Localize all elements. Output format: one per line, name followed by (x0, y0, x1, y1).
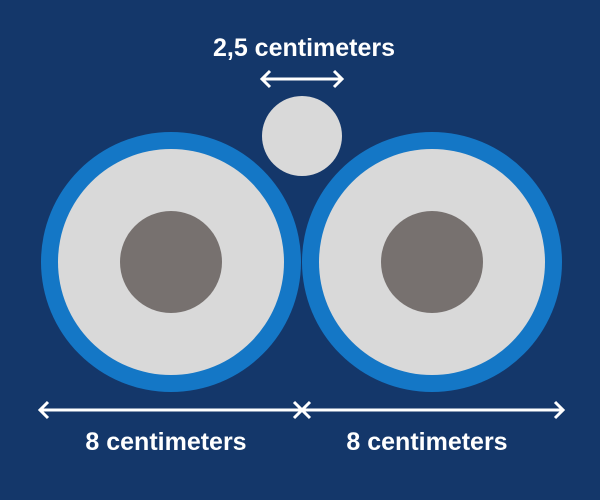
left-circle-dimension-arrow (37, 400, 305, 420)
small-circle-size-label: 2,5 centimeters (213, 34, 395, 62)
right-circle-dimension-arrow (299, 400, 566, 420)
small-circle (262, 96, 342, 176)
small-circle-dimension-arrow (259, 69, 345, 89)
right-core (381, 211, 483, 313)
left-core (120, 211, 222, 313)
right-large-circle (302, 132, 562, 392)
right-circle-size-label: 8 centimeters (346, 428, 507, 456)
left-large-circle (41, 132, 301, 392)
left-circle-size-label: 8 centimeters (85, 428, 246, 456)
